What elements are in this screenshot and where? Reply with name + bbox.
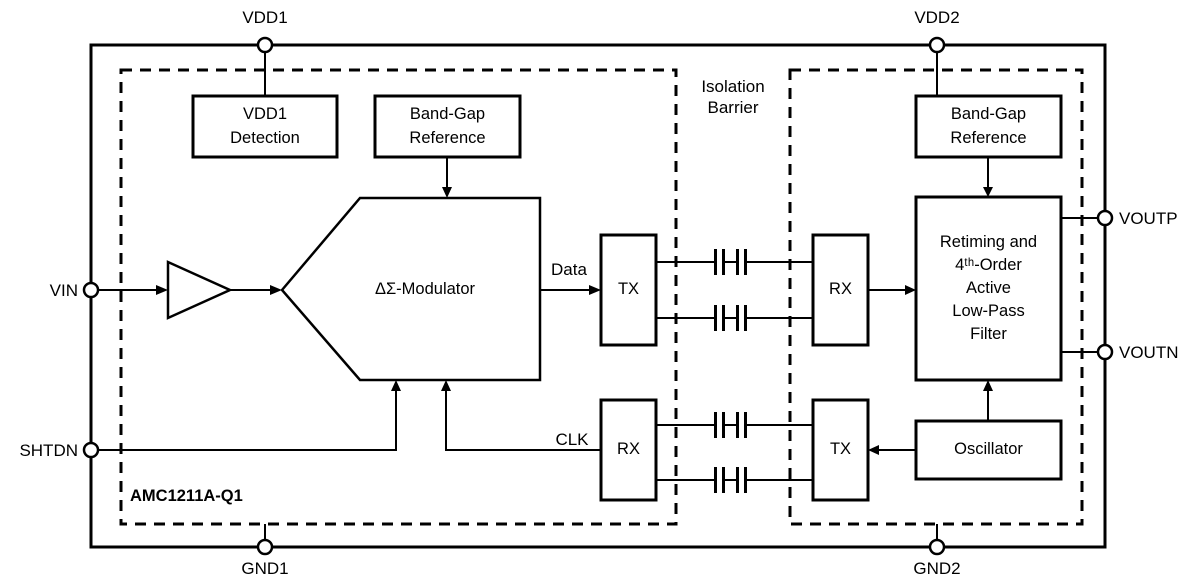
rx-top-label: RX	[829, 280, 852, 299]
vdd1-pin	[256, 36, 274, 54]
arrow-rx-into-filter	[905, 285, 916, 295]
capacitor-plate	[722, 412, 725, 438]
vin-pin	[82, 281, 100, 299]
arrow-osc-into-filter	[983, 380, 993, 391]
capacitor-plate	[736, 412, 739, 438]
oscillator-box	[914, 419, 1063, 481]
shtdn-pin	[82, 441, 100, 459]
right-dashed-region	[788, 68, 1084, 526]
capacitor-plate	[744, 467, 747, 493]
capacitor-plate	[714, 412, 717, 438]
gnd2-pin	[928, 538, 946, 556]
bandgap-right-label: Band-Gap Reference	[950, 105, 1027, 147]
gnd1-pin	[256, 538, 274, 556]
capacitor-plate	[714, 305, 717, 331]
arrow-into-amp	[156, 285, 168, 295]
function-blocks	[191, 94, 1063, 502]
filter-label: Retiming and 4ᵗʰ-Order Active Low-Pass F…	[939, 232, 1038, 344]
capacitor-plate	[736, 249, 739, 275]
vdd1-detection-label: VDD1 Detection	[230, 105, 300, 147]
arrow-clk-up	[441, 380, 451, 391]
tx-top-box	[599, 233, 658, 347]
capacitor-plate	[714, 467, 717, 493]
capacitor-plate	[736, 467, 739, 493]
shtdn-pin-label: SHTDN	[19, 441, 78, 460]
tx-bottom-box	[811, 398, 870, 502]
capacitor-plate	[744, 305, 747, 331]
capacitor-plate	[722, 249, 725, 275]
bandgap-left-label: Band-Gap Reference	[409, 105, 486, 147]
vin-pin-label: VIN	[49, 281, 78, 300]
arrowheads	[156, 187, 993, 455]
modulator-shape	[280, 196, 542, 382]
device-name-label: AMC1211A-Q1	[130, 487, 243, 505]
gnd1-pin-label: GND1	[241, 559, 289, 578]
bandgap-right-box	[914, 94, 1063, 159]
vdd1-detection-box	[191, 94, 339, 159]
bandgap-left-box	[373, 94, 522, 159]
data-signal-label: Data	[551, 260, 587, 279]
capacitor-plate	[722, 467, 725, 493]
arrow-osc-into-tx	[868, 445, 879, 455]
isolation-capacitors	[714, 249, 747, 493]
pin-circles	[82, 36, 1114, 556]
left-dashed-region	[119, 68, 678, 526]
amplifier-triangle	[166, 260, 234, 320]
tx-top-label: TX	[617, 280, 640, 299]
clk-wire	[445, 388, 601, 451]
vdd1-pin-label: VDD1	[242, 8, 288, 27]
voutp-pin	[1096, 209, 1114, 227]
isolation-barrier-label: Isolation Barrier	[701, 77, 765, 118]
arrow-shtdn-up	[391, 380, 401, 391]
voutn-pin	[1096, 343, 1114, 361]
tx-bottom-label: TX	[829, 440, 852, 459]
arrow-data-into-tx	[589, 285, 601, 295]
capacitor-plate	[744, 412, 747, 438]
arrow-into-modulator-left	[270, 285, 282, 295]
capacitor-plate	[736, 305, 739, 331]
voutn-pin-label: VOUTN	[1119, 343, 1179, 362]
oscillator-label: Oscillator	[954, 440, 1023, 459]
rx-bottom-label: RX	[617, 440, 640, 459]
capacitor-plate	[714, 249, 717, 275]
rx-bottom-box	[599, 398, 658, 502]
arrow-bandgap-right-down	[983, 187, 993, 197]
shtdn-wire	[98, 388, 397, 451]
capacitor-plate	[744, 249, 747, 275]
gnd2-pin-label: GND2	[913, 559, 961, 578]
filter-box	[914, 195, 1063, 382]
voutp-pin-label: VOUTP	[1119, 209, 1178, 228]
modulator-label: ΔΣ-Modulator	[374, 280, 476, 299]
arrow-bandgap-left-down	[442, 187, 452, 198]
clk-signal-label: CLK	[555, 430, 589, 449]
wires	[98, 52, 1098, 540]
capacitor-plate	[722, 305, 725, 331]
vdd2-pin	[928, 36, 946, 54]
rx-top-box	[811, 233, 870, 347]
vdd2-pin-label: VDD2	[914, 8, 960, 27]
